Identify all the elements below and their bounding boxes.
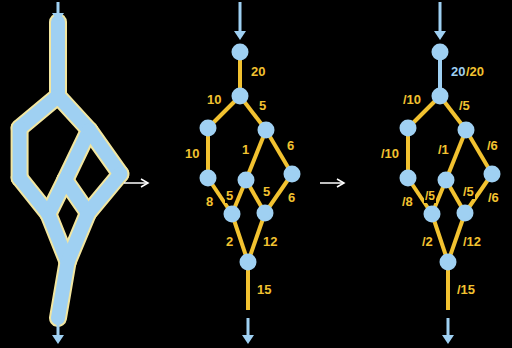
flow-label: /8 bbox=[401, 195, 414, 209]
capacity-label: 8 bbox=[205, 195, 214, 209]
flow-label: /1 bbox=[437, 143, 450, 157]
flow-label: /5 bbox=[458, 99, 471, 113]
flow-arrow bbox=[239, 2, 242, 33]
flow-arrow bbox=[447, 318, 450, 337]
pipe-segment bbox=[20, 96, 58, 128]
graph-vertex bbox=[400, 170, 417, 187]
graph-vertex bbox=[424, 206, 441, 223]
capacity-label: 5 bbox=[262, 185, 271, 199]
graph-vertex bbox=[257, 205, 274, 222]
pipe-segment bbox=[65, 130, 89, 180]
flow-arrowhead bbox=[52, 13, 64, 22]
flow-label: /6 bbox=[487, 191, 500, 205]
graph-vertex bbox=[200, 120, 217, 137]
pipe-segment bbox=[13, 128, 27, 178]
flow-label: /15 bbox=[456, 283, 476, 297]
graph-vertex bbox=[440, 254, 457, 271]
capacity-label: 20 bbox=[250, 65, 266, 79]
pipe-illustration bbox=[20, 22, 121, 318]
flow-label: /10 bbox=[402, 93, 422, 107]
graph-vertex bbox=[284, 166, 301, 183]
flow-label: /12 bbox=[462, 235, 482, 249]
pipe-segment bbox=[11, 128, 29, 178]
pipe-segment bbox=[89, 130, 120, 174]
pipe-segment bbox=[88, 174, 120, 213]
capacity-label: 6 bbox=[287, 191, 296, 205]
capacity-label: 5 bbox=[225, 189, 234, 203]
flow-arrows bbox=[52, 2, 454, 344]
flow-label: /10 bbox=[380, 147, 400, 161]
graph-vertex bbox=[232, 88, 249, 105]
graph-vertex bbox=[258, 122, 275, 139]
graph-vertex bbox=[458, 122, 475, 139]
capacity-label: 2 bbox=[225, 235, 234, 249]
flow-arrowhead bbox=[242, 335, 254, 344]
flow-arrowhead bbox=[234, 31, 246, 40]
flow-label: /5 bbox=[462, 185, 475, 199]
graph-vertex bbox=[432, 44, 449, 61]
flow-arrow bbox=[439, 2, 442, 33]
capacity-label: 5 bbox=[258, 99, 267, 113]
step-arrowhead bbox=[337, 179, 344, 187]
capacity-label: 15 bbox=[256, 283, 272, 297]
capacity-label: 1 bbox=[241, 143, 250, 157]
pipe-segment bbox=[20, 96, 58, 128]
graph-vertex bbox=[432, 88, 449, 105]
flow-label: /6 bbox=[486, 139, 499, 153]
graph-vertex bbox=[238, 172, 255, 189]
flow-arrowhead bbox=[434, 31, 446, 40]
step-arrowhead bbox=[141, 179, 148, 187]
flow-label: /2 bbox=[421, 235, 434, 249]
flow-arrow bbox=[57, 322, 60, 337]
flow-arrowhead bbox=[52, 335, 64, 344]
graph-vertex bbox=[400, 120, 417, 137]
graph-vertex bbox=[224, 206, 241, 223]
flow-arrowhead bbox=[442, 335, 454, 344]
flow-label: /20 bbox=[465, 65, 485, 79]
capacity-label: 10 bbox=[206, 93, 222, 107]
step-arrow bbox=[320, 182, 344, 184]
graph-vertex bbox=[484, 166, 501, 183]
pipe-segment bbox=[88, 174, 120, 213]
flow-label: 20 bbox=[450, 65, 466, 79]
pipe-segment bbox=[58, 262, 68, 318]
pipe-segment bbox=[68, 213, 88, 262]
flow-label: /5 bbox=[424, 189, 436, 203]
capacity-label: 12 bbox=[262, 235, 278, 249]
graph-vertex bbox=[240, 254, 257, 271]
pipe-segment bbox=[65, 130, 89, 180]
step-arrow bbox=[124, 182, 148, 184]
capacity-label: 6 bbox=[286, 139, 295, 153]
graph-vertex bbox=[200, 170, 217, 187]
capacity-label: 10 bbox=[184, 147, 200, 161]
flow-arrow bbox=[247, 318, 250, 337]
graph-vertex bbox=[438, 172, 455, 189]
pipe-segment bbox=[68, 213, 88, 262]
graph-vertex bbox=[232, 44, 249, 61]
graph-vertex bbox=[457, 205, 474, 222]
network-graphs bbox=[200, 44, 501, 311]
pipe-segment bbox=[58, 262, 68, 318]
pipe-segment bbox=[89, 130, 120, 174]
